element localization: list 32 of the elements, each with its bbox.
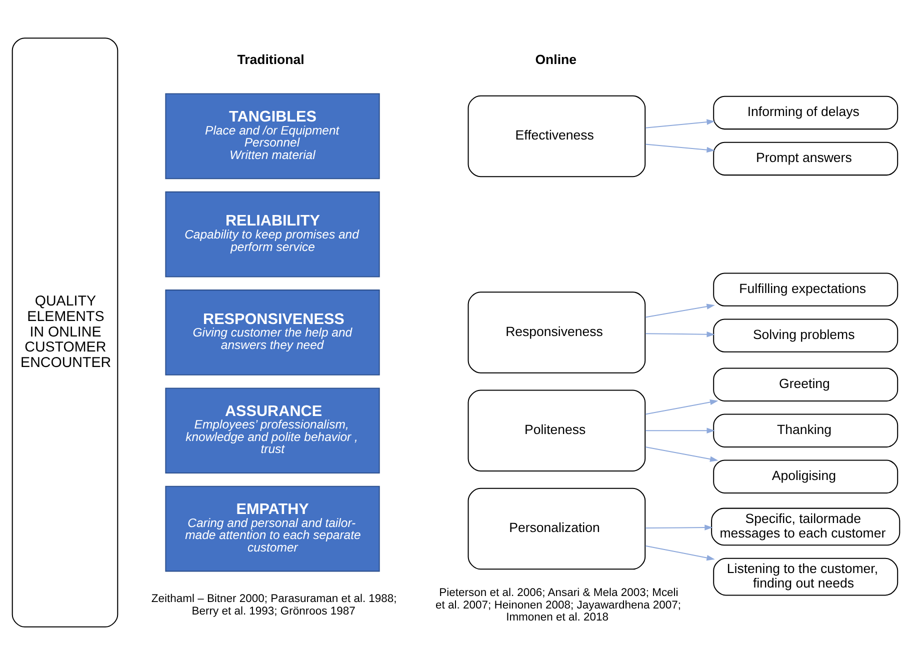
node-box: EMPATHY Caring and personal and tailor-made attention to each separate customer [165,485,380,572]
node-box: Informing of delays [713,95,898,130]
arrow [645,427,715,433]
node-box: ASSURANCE Employees’ professionalism, knowledge and polite behavior , trust [165,387,380,474]
node-box: Listening to the customer, finding out needs [713,557,898,596]
label: Traditional [237,52,304,67]
arrow [645,330,715,337]
label: Online [535,52,577,67]
arrow [645,544,715,560]
node-box: RESPONSIVENESS Giving customer the help and answers they need [165,289,380,375]
label: Pieterson et al. 2006; Ansari & Mela 2003; Mceli et al. 2007; Heinonen 2008; Jayawardhena 2007; Immonen et al. 2018 [436,586,682,624]
node-box: Thanking [713,413,898,447]
node-box: Fulfilling expectations [713,272,898,306]
node-box: Personalization [468,487,646,570]
node-box: Solving problems [713,318,898,352]
arrow [645,524,713,530]
node-box: Effectiveness [468,94,646,177]
node-box: Greeting [713,367,898,401]
arrow [645,446,718,462]
node-box: TANGIBLES Place and /or Equipment Personnel Written material [165,92,380,179]
arrow [645,143,715,152]
arrow [645,398,718,414]
node-box: Apoligising [713,459,898,493]
node-box: QUALITY ELEMENTS IN ONLINE CUSTOMER ENCOUNTER [12,37,118,627]
node-box: Prompt answers [713,141,898,176]
arrow [645,303,715,318]
node-box: Politeness [468,389,646,471]
node-box: RELIABILITY Capability to keep promises and perform service [165,190,380,277]
label: Zeithaml – Bitner 2000; Parasuraman et al. 1988; Berry et al. 1993; Grönroos 1987 [151,592,397,617]
arrow [645,118,715,128]
node-box: Specific, tailormade messages to each customer [711,507,900,546]
node-box: Responsiveness [468,291,646,373]
